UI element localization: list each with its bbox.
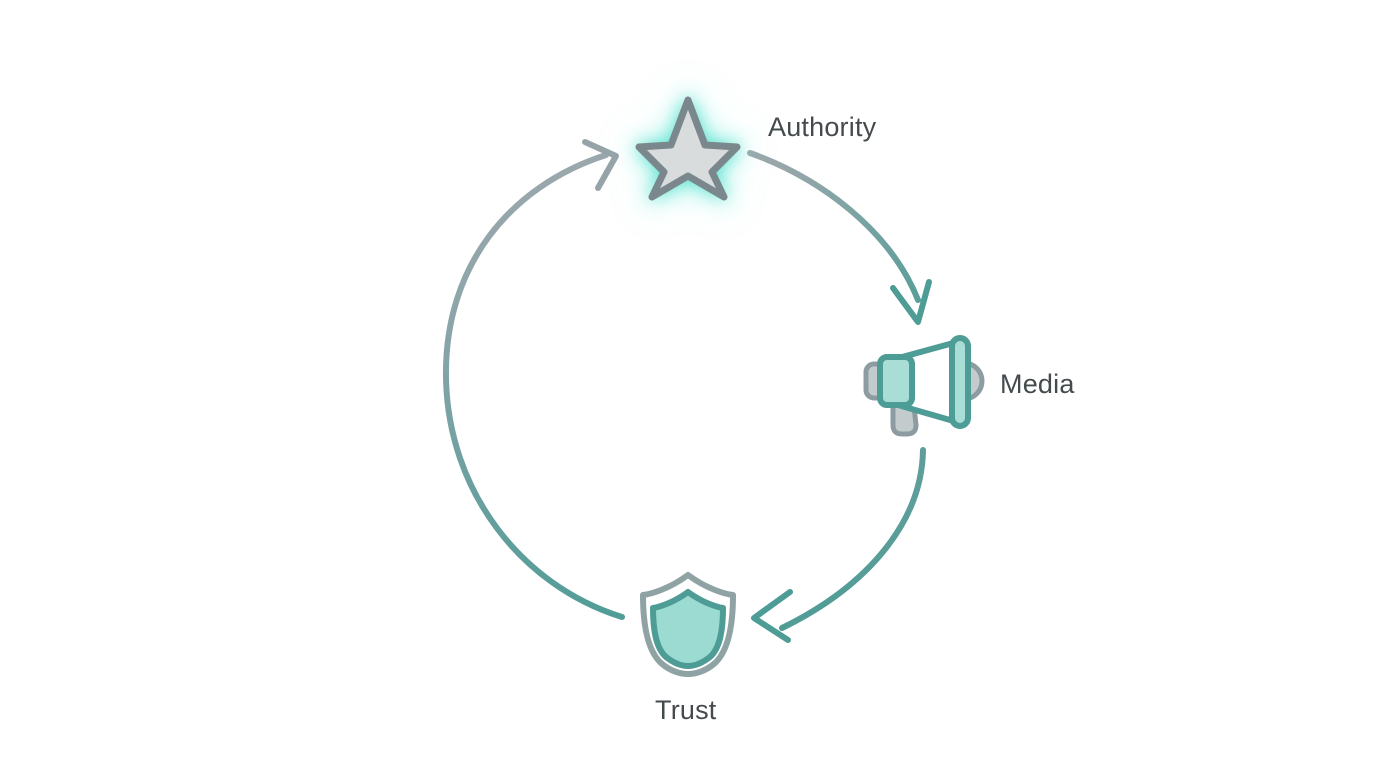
edge-authority-to-media-path bbox=[747, 150, 921, 303]
node-authority[interactable] bbox=[635, 96, 741, 201]
node-label-authority: Authority bbox=[768, 112, 877, 142]
edge-media-to-trust bbox=[751, 447, 926, 643]
megaphone-rim-icon bbox=[949, 335, 971, 429]
node-label-trust: Trust bbox=[655, 695, 717, 725]
node-media[interactable] bbox=[863, 335, 985, 437]
arrowhead-icon bbox=[890, 279, 932, 325]
edge-authority-to-media bbox=[747, 150, 932, 325]
edge-trust-to-authority bbox=[442, 139, 625, 620]
arrowhead-icon bbox=[751, 589, 793, 643]
edge-trust-to-authority-path bbox=[442, 152, 625, 620]
arrowhead-icon bbox=[582, 139, 619, 191]
megaphone-body-icon bbox=[877, 354, 915, 408]
edge-media-to-trust-path bbox=[779, 447, 926, 631]
node-label-media: Media bbox=[1000, 369, 1075, 399]
star-icon bbox=[635, 96, 741, 201]
node-trust[interactable] bbox=[640, 572, 736, 677]
shield-icon bbox=[650, 589, 726, 669]
